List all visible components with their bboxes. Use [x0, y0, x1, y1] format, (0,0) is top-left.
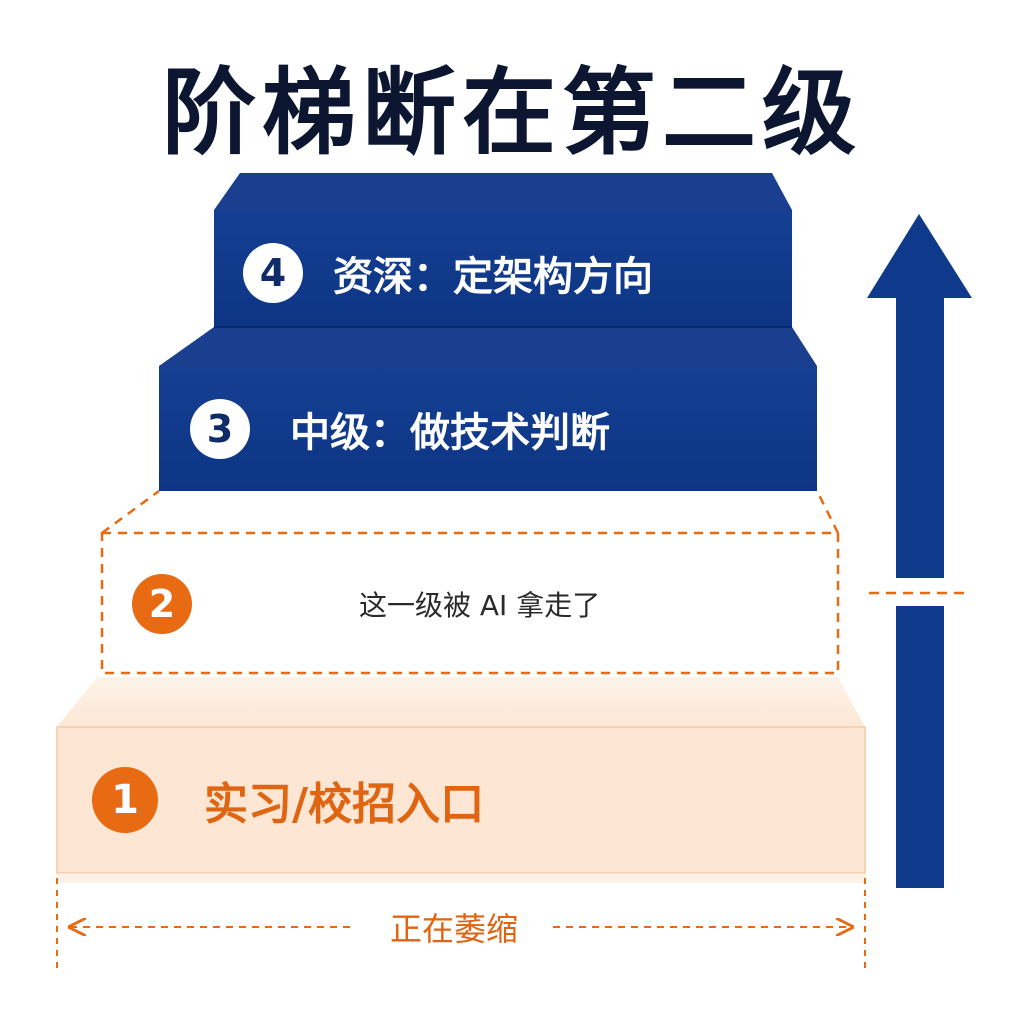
step-1-label: 实习/校招入口 [204, 779, 485, 830]
step-3-number-badge: 3 [190, 399, 250, 459]
step-4-number-badge: 4 [243, 243, 303, 303]
base-width-indicator [56, 878, 866, 972]
step-4-label: 资深：定架构方向 [333, 254, 653, 300]
step-1-label-group: 1 实习/校招入口 [92, 767, 484, 833]
step-3-block [159, 327, 817, 491]
step-3-label-group: 3 中级：做技术判断 [190, 399, 610, 459]
up-arrow-icon [867, 214, 972, 888]
title-container: 阶梯断在第二级 [0, 40, 1024, 170]
page-title: 阶梯断在第二级 [161, 59, 862, 168]
step-2-number-badge: 2 [132, 574, 192, 634]
step-2-label-group: 2 这一级被 AI 拿走了 [132, 574, 600, 634]
step-4-label-group: 4 资深：定架构方向 [243, 243, 653, 303]
base-note: 正在萎缩 [389, 910, 518, 948]
step-1-number-badge: 1 [92, 767, 158, 833]
step-3-label: 中级：做技术判断 [290, 410, 610, 456]
step-4-block [214, 173, 792, 328]
step-1-block [56, 677, 866, 883]
base-note-container: 正在萎缩 [366, 905, 542, 949]
step-2-label: 这一级被 AI 拿走了 [359, 589, 601, 622]
step-2-outline [100, 489, 840, 675]
